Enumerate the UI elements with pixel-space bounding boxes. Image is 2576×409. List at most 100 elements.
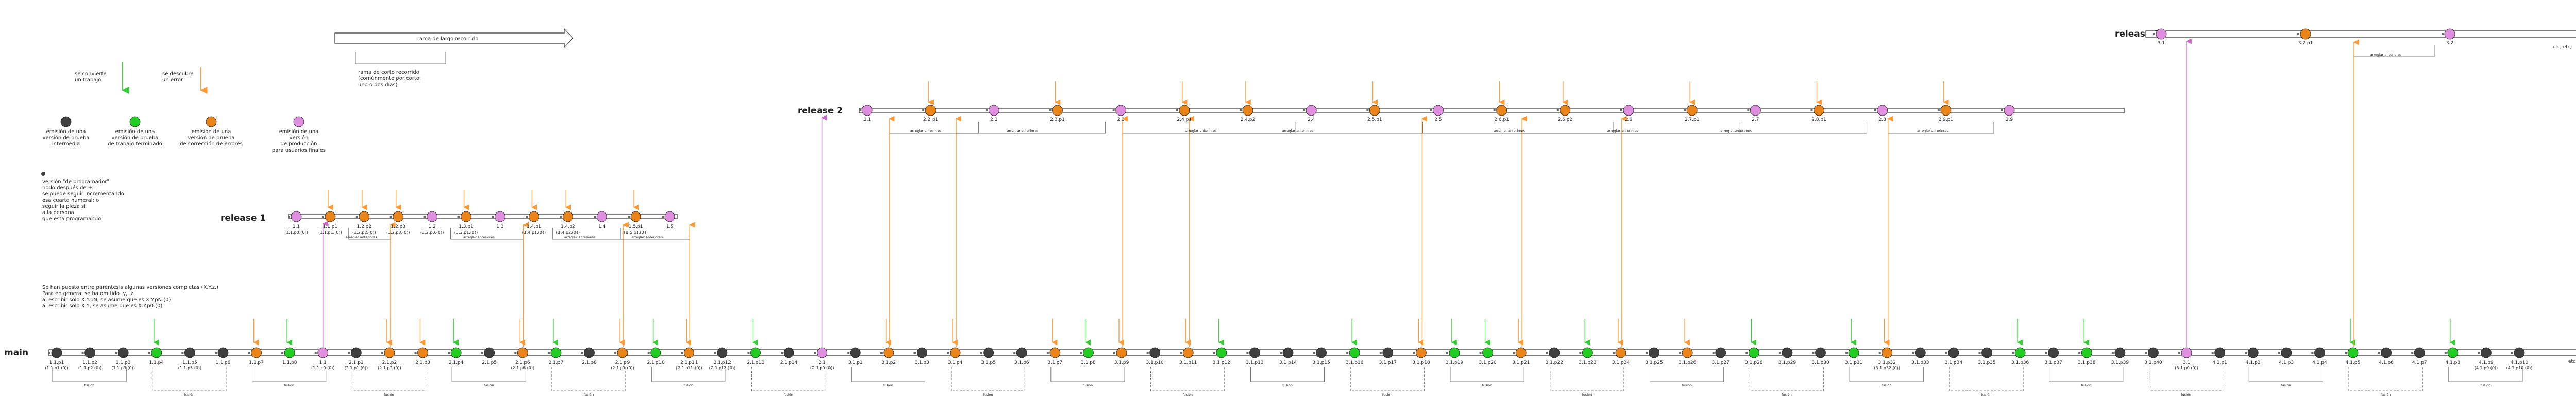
main-commit[interactable]: 3.1.p10 [1146,347,1164,365]
release-2-commit-dot-bugfix[interactable] [1179,105,1190,116]
main-commit[interactable]: 3.1.p26 [1679,347,1697,365]
release-1-commit[interactable]: 1.2(1.2.p0.(0)) [420,211,444,235]
main-commit-dot-bugfix[interactable] [1515,347,1527,358]
main-commit[interactable]: 3.1.p5 [980,347,996,365]
main-commit[interactable]: 3.1.p40 [2144,347,2162,365]
main-commit[interactable]: 1.1.p7 [248,347,264,365]
main-commit-dot-intermediate[interactable] [1815,347,1826,358]
main-commit-dot-feature_done[interactable] [1848,347,1859,358]
main-commit[interactable]: 3.1.p21 [1512,347,1530,365]
main-commit[interactable]: 1.1.p6 [214,347,231,365]
main-commit[interactable]: 3.1.p20 [1479,347,1497,365]
main-commit-dot-feature_done[interactable] [2081,347,2092,358]
main-commit[interactable]: 2.1.p10 [647,347,665,365]
main-commit-dot-feature_done[interactable] [284,347,295,358]
main-commit[interactable]: 2.1.p13 [747,347,765,365]
main-commit-dot-bugfix[interactable] [417,347,428,358]
main-commit[interactable]: 4.1.p9(4.1.p9.(0)) [2475,347,2498,370]
release-2-commit[interactable]: 2.3.p1 [1049,105,1065,122]
main-commit[interactable]: 4.1.p4 [2311,347,2327,365]
main-commit-dot-intermediate[interactable] [917,347,927,358]
main-commit[interactable]: 2.1.p12(2.1.p12.(0)) [709,347,736,370]
release-1-commit-dot-bugfix[interactable] [461,211,471,222]
main-commit-dot-intermediate[interactable] [1981,347,1992,358]
main-commit-dot-release[interactable] [817,347,828,358]
main-commit-dot-bugfix[interactable] [1615,347,1626,358]
release-2-commit[interactable]: 2.2 [986,105,999,122]
release-2-commit-dot-bugfix[interactable] [1369,105,1380,116]
release-1-commit-dot-release[interactable] [495,211,505,222]
release-2-commit[interactable]: 2.3 [1112,105,1127,122]
main-commit-dot-bugfix[interactable] [950,347,961,358]
release-1-commit-dot-bugfix[interactable] [528,211,539,222]
main-commit-dot-feature_done[interactable] [1482,347,1493,358]
main-commit-dot-intermediate[interactable] [117,347,129,358]
release-2-commit[interactable]: 2.5.p1 [1366,105,1382,122]
main-commit-dot-intermediate[interactable] [2114,347,2126,358]
release-2-commit[interactable]: 2.9.p1 [1937,105,1953,122]
main-commit[interactable]: 3.1.p39 [2111,347,2129,365]
main-commit-dot-intermediate[interactable] [717,347,728,358]
release-2-commit[interactable]: 2.5 [1430,105,1444,122]
main-commit-dot-intermediate[interactable] [350,347,362,358]
main-commit[interactable]: 3.1.p35 [1978,347,1996,365]
main-commit[interactable]: 1.1.p4 [148,347,164,365]
release-2-commit-dot-release[interactable] [988,105,999,116]
main-commit[interactable]: 3.1.p19 [1446,347,1464,365]
release-2-commit-dot-release[interactable] [861,105,873,116]
main-commit[interactable]: 3.1.p30 [1811,347,1829,365]
main-commit-dot-feature_done[interactable] [1449,347,1460,358]
main-commit-dot-intermediate[interactable] [584,347,595,358]
release-1-commit-dot-bugfix[interactable] [325,211,336,222]
main-commit-dot-feature_done[interactable] [2014,347,2026,358]
main-commit[interactable]: 1.1.p8 [281,347,297,365]
release-2-commit[interactable]: 2.9 [2001,105,2015,122]
main-commit[interactable]: 3.1.p15 [1312,347,1330,365]
main-commit[interactable]: 2.1.p9(2.1.p9.(0)) [611,347,634,370]
main-commit[interactable]: 4.1.p10(4.1.p10.(0)) [2506,347,2533,370]
release-1-commit-dot-release[interactable] [427,211,438,222]
release-2-commit[interactable]: 2.4.p2 [1240,105,1255,122]
main-commit-dot-feature_done[interactable] [2347,347,2359,358]
main-commit[interactable]: 3.1.p33 [1911,347,1929,365]
main-commit[interactable]: 1.1(1.1.p0.(0)) [311,347,335,370]
main-commit-dot-feature_done[interactable] [550,347,562,358]
release-2-commit-dot-bugfix[interactable] [1686,105,1698,116]
main-commit[interactable]: 2.1.p14 [780,347,798,365]
main-commit-dot-intermediate[interactable] [1016,347,1027,358]
release-1-commit-dot-release[interactable] [291,211,302,222]
main-commit-dot-intermediate[interactable] [1149,347,1161,358]
main-commit[interactable]: 3.1.p36 [2011,347,2029,365]
main-commit[interactable]: 4.1.p6 [2378,347,2394,365]
main-commit-dot-feature_done[interactable] [650,347,662,358]
main-commit-dot-bugfix[interactable] [1182,347,1194,358]
release-2-commit[interactable]: 2.8.p1 [1810,105,1826,122]
main-commit-dot-intermediate[interactable] [84,347,95,358]
release-3-commit[interactable]: 3.2 [2442,28,2455,46]
main-commit[interactable]: 3.1.p11 [1179,347,1197,365]
release-1-commit[interactable]: 1.2.p3(1.2.p3.(0)) [386,211,410,235]
release-1-commit-dot-release[interactable] [664,211,675,222]
release-2-commit-dot-release[interactable] [1306,105,1317,116]
main-commit-dot-bugfix[interactable] [1882,347,1893,358]
release-2-commit-dot-bugfix[interactable] [1940,105,1952,116]
main-commit[interactable]: 3.1.p3 [913,347,929,365]
main-commit[interactable]: 3.1.p7 [1046,347,1062,365]
release-1-commit-dot-bugfix[interactable] [359,211,370,222]
main-commit-dot-intermediate[interactable] [2481,347,2492,358]
release-3-commit-dot-release[interactable] [2156,28,2167,40]
main-commit[interactable]: 2.1.p3 [414,347,430,365]
release-1-commit[interactable]: 1.3 [492,211,505,230]
release-2-commit-dot-release[interactable] [1115,105,1127,116]
release-2-commit-dot-release[interactable] [1877,105,1888,116]
main-commit-dot-bugfix[interactable] [617,347,628,358]
main-commit-dot-intermediate[interactable] [2514,347,2525,358]
main-commit[interactable]: 3.1.p16 [1346,347,1364,365]
main-commit-dot-intermediate[interactable] [2247,347,2259,358]
main-commit[interactable]: 2.1.p6(2.1.p6.(0)) [511,347,535,370]
main-commit-dot-intermediate[interactable] [2381,347,2392,358]
release-2-commit[interactable]: 2.1 [859,105,873,122]
release-2-commit-dot-bugfix[interactable] [925,105,936,116]
main-commit-dot-bugfix[interactable] [1116,347,1127,358]
main-commit-dot-intermediate[interactable] [1948,347,1959,358]
